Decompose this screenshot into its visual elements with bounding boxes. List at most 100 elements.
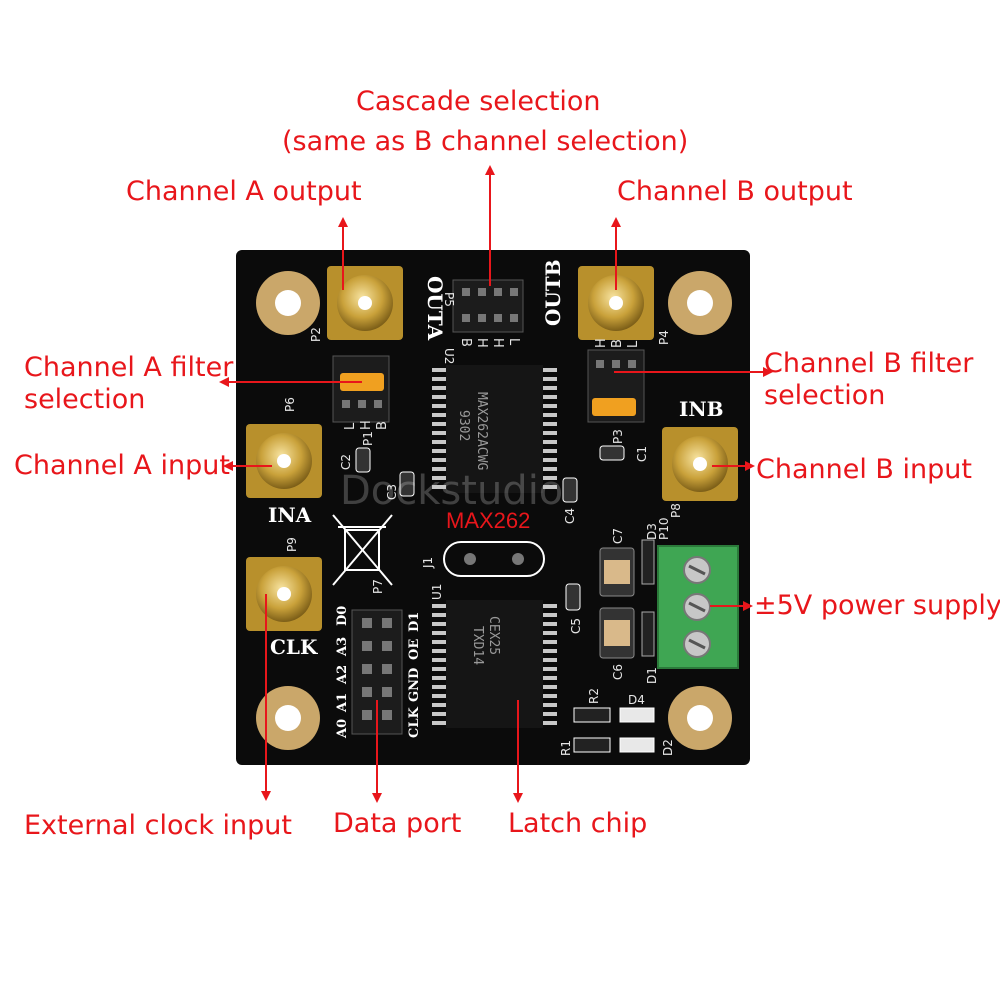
silk-p7: P7 <box>371 579 385 594</box>
chip-pin <box>432 721 446 725</box>
silk-j1: J1 <box>421 557 435 569</box>
data-port-label: A0 <box>335 719 350 739</box>
mounting-hole-bottom-left <box>256 686 320 750</box>
silk-clk: CLK <box>270 635 318 659</box>
silk-outb: OUTB <box>541 259 565 326</box>
silk-u2: U2 <box>442 348 456 364</box>
sma-connector-clk <box>246 557 322 631</box>
silk-p8: P8 <box>669 503 683 518</box>
data-port-pins <box>362 618 392 720</box>
p3-jumper-header <box>587 349 645 423</box>
chip-pin <box>543 631 557 635</box>
p3-pin-label: H <box>594 338 609 348</box>
data-port-label: A2 <box>335 665 350 685</box>
p1-pin-label: B <box>375 421 390 430</box>
chip-pin <box>543 712 557 716</box>
silk-p1: P1 <box>361 431 375 446</box>
chip-pin <box>432 476 446 480</box>
chip-pin <box>543 440 557 444</box>
cascade-selection-label: Cascade selection <box>356 86 601 117</box>
silk-p9: P9 <box>285 537 299 552</box>
data-port-label: A3 <box>335 637 350 657</box>
p3-pin-labels: H B L <box>594 338 641 348</box>
capacitor-c4 <box>562 477 578 503</box>
diode-d3 <box>641 539 655 585</box>
resistor-r2 <box>573 707 611 723</box>
capacitor-c5 <box>565 583 581 611</box>
data-port-label: D0 <box>335 606 350 626</box>
silk-d4: D4 <box>628 693 645 707</box>
data-port-label: D1 <box>407 612 422 632</box>
silk-c3: C3 <box>385 484 399 500</box>
u2-max262-chip <box>446 365 543 493</box>
chip-pin <box>432 458 446 462</box>
chip-pin <box>432 467 446 471</box>
p3-pin-label: B <box>610 339 625 348</box>
header-pin <box>382 664 392 674</box>
header-pin <box>382 710 392 720</box>
external-clock-label: External clock input <box>24 810 292 841</box>
chip-pin <box>432 631 446 635</box>
silk-d3: D3 <box>645 523 659 540</box>
chip-pin <box>432 404 446 408</box>
silk-p2: P2 <box>309 327 323 342</box>
p5-pin-label: H <box>490 338 505 348</box>
chip-pin <box>432 449 446 453</box>
chip-pin <box>543 422 557 426</box>
channel-b-filter-label: Channel B filter selection <box>764 348 974 411</box>
latch-chip-label: Latch chip <box>508 808 648 839</box>
power-supply-label: ±5V power supply <box>754 590 1000 621</box>
max262-label: MAX262 <box>446 508 530 533</box>
header-pin <box>362 687 372 697</box>
p5-pin-label: L <box>506 338 521 346</box>
header-pin <box>382 641 392 651</box>
chip-pin <box>543 667 557 671</box>
silk-p10: P10 <box>657 517 671 540</box>
channel-b-input-label: Channel B input <box>756 454 972 485</box>
data-port-label: OE <box>407 639 422 660</box>
sma-connector-outb <box>578 266 654 340</box>
chip-pin <box>432 440 446 444</box>
chip-pin <box>432 613 446 617</box>
chip-pin <box>543 604 557 608</box>
chip-pins <box>432 368 557 725</box>
sma-connector-ina <box>246 424 322 498</box>
chip-pin <box>543 458 557 462</box>
led-d2 <box>619 737 655 753</box>
led-d4 <box>619 707 655 723</box>
diode-d1 <box>641 611 655 657</box>
chip-pin <box>543 640 557 644</box>
u1-latch-chip <box>446 600 543 728</box>
watermark: Dockstudio <box>340 468 563 514</box>
header-pin <box>382 618 392 628</box>
chip-pin <box>432 413 446 417</box>
chip-pin <box>543 467 557 471</box>
capacitor-c1 <box>599 445 625 461</box>
chip-pin <box>432 377 446 381</box>
chip-pin <box>543 368 557 372</box>
chip-pin <box>432 712 446 716</box>
silk-c6: C6 <box>611 664 625 680</box>
weee-bin-icon <box>332 514 393 586</box>
chip-pin <box>543 386 557 390</box>
sma-connector-outa <box>327 266 403 340</box>
silk-r1: R1 <box>559 740 573 756</box>
u2-marking-line2: 9302 <box>456 410 471 441</box>
p1-pin-label: L <box>343 422 358 430</box>
chip-pin <box>432 395 446 399</box>
header-pin <box>382 687 392 697</box>
chip-pin <box>432 667 446 671</box>
chip-pin <box>543 658 557 662</box>
capacitor-c2 <box>355 447 371 473</box>
channel-a-input-label: Channel A input <box>14 450 230 481</box>
chip-pin <box>543 431 557 435</box>
silk-c2: C2 <box>339 454 353 470</box>
chip-pin <box>432 622 446 626</box>
data-port-label: Data port <box>333 808 462 839</box>
data-port-label: CLK <box>407 707 422 738</box>
u2-marking-line1: MAX262ACWG <box>474 392 489 470</box>
chip-pin <box>543 685 557 689</box>
chip-pin <box>432 658 446 662</box>
mounting-hole-bottom-right <box>668 686 732 750</box>
